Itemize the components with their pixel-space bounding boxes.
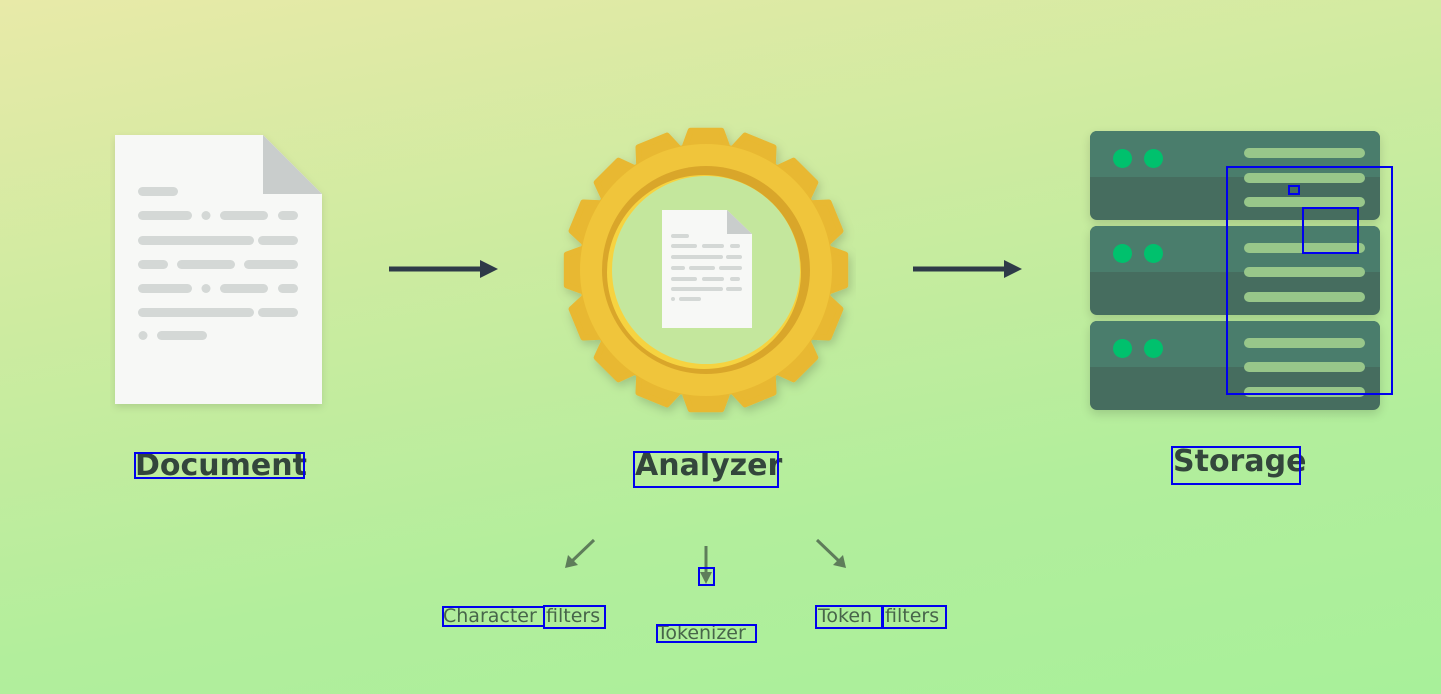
arrow-down-right-icon [815, 538, 846, 568]
arrow-down-icon [700, 546, 712, 584]
token-label: Token [818, 605, 873, 627]
filters-label: filters [546, 605, 601, 627]
analyzer-label: Analyzer [635, 448, 783, 483]
arrow-right-icon [913, 260, 1022, 278]
arrow-right-icon [389, 260, 498, 278]
storage-label: Storage [1173, 444, 1307, 479]
character-label: Character [443, 605, 537, 627]
gear-icon [563, 127, 849, 413]
document-icon [115, 135, 322, 404]
filters-label: filters [885, 605, 940, 627]
tokenizer-label: Tokenizer [657, 622, 746, 644]
arrow-down-left-icon [565, 538, 596, 568]
